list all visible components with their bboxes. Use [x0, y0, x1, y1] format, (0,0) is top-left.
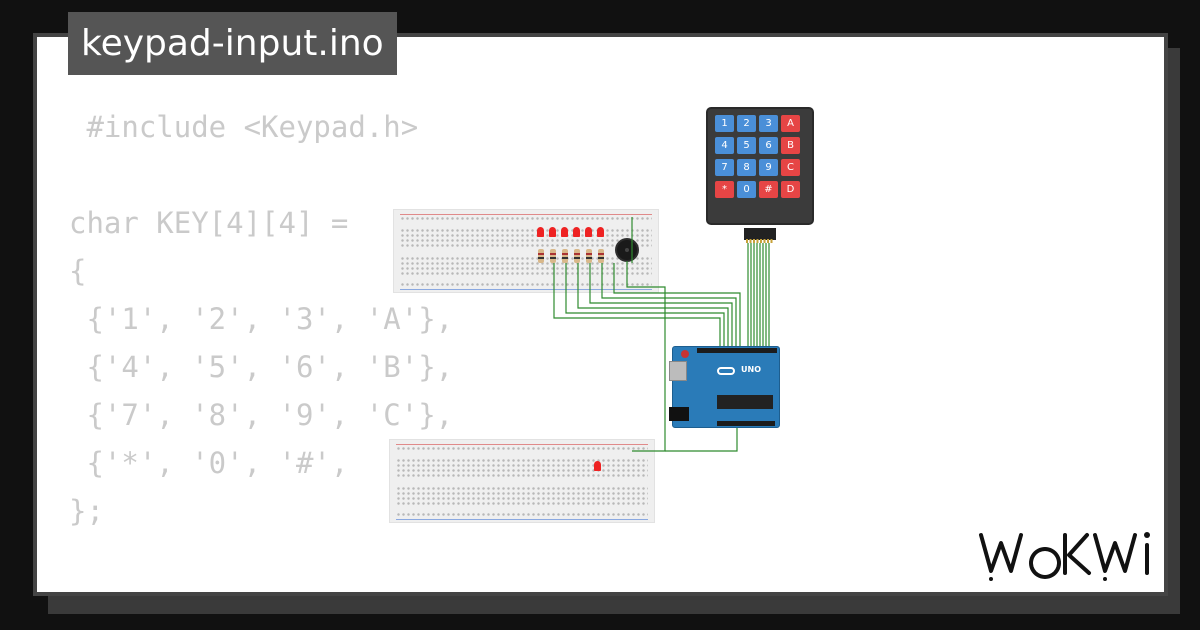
wire: [665, 427, 738, 452]
led-red: [561, 227, 568, 237]
code-line: {: [69, 254, 87, 288]
power-rail: [396, 444, 648, 445]
keypad-pins: [746, 239, 774, 243]
code-background: #include <Keypad.h> char KEY[4][4] = { {'1…: [69, 103, 1064, 592]
code-line: {'*', '0', '#',: [69, 446, 349, 480]
resistor: [538, 249, 544, 263]
microcontroller-chip: [717, 395, 773, 409]
keypad-key[interactable]: 6: [759, 137, 778, 154]
usb-port: [669, 361, 687, 381]
power-jack: [669, 407, 689, 421]
preview-card: #include <Keypad.h> char KEY[4][4] = { {'1…: [33, 33, 1168, 596]
terminal-holes: [396, 458, 648, 478]
keypad-key[interactable]: 1: [715, 115, 734, 132]
wokwi-logo: [979, 532, 1150, 581]
power-rail: [400, 214, 652, 215]
wire: [553, 263, 721, 347]
keypad-key[interactable]: 7: [715, 159, 734, 176]
wire: [577, 263, 729, 347]
code-line: };: [69, 494, 104, 528]
wire: [601, 263, 737, 347]
keypad-key[interactable]: 2: [737, 115, 756, 132]
rail-holes: [400, 282, 652, 288]
file-title: keypad-input.ino: [68, 12, 397, 75]
wires: [553, 217, 770, 452]
resistor: [562, 249, 568, 263]
ground-rail: [400, 289, 652, 290]
keypad-key[interactable]: D: [781, 181, 800, 198]
keypad-key[interactable]: A: [781, 115, 800, 132]
keypad-key[interactable]: #: [759, 181, 778, 198]
breadboard-bottom: [389, 439, 655, 523]
buzzer: [615, 238, 639, 262]
board-label: UNO: [741, 365, 761, 374]
led-red: [573, 227, 580, 237]
wire: [565, 263, 725, 347]
keypad-key[interactable]: 5: [737, 137, 756, 154]
keypad-key[interactable]: B: [781, 137, 800, 154]
wire: [613, 263, 741, 347]
rail-holes: [396, 446, 648, 452]
keypad-key[interactable]: 3: [759, 115, 778, 132]
keypad-key[interactable]: C: [781, 159, 800, 176]
code-line: {'4', '5', '6', 'B'},: [69, 350, 454, 384]
reset-button[interactable]: [681, 350, 689, 358]
resistor: [598, 249, 604, 263]
terminal-holes: [396, 486, 648, 506]
code-line: char KEY[4][4] =: [69, 206, 349, 240]
wire: [589, 263, 733, 347]
keypad-key[interactable]: 4: [715, 137, 734, 154]
digital-header: [697, 348, 777, 353]
rail-holes: [400, 216, 652, 222]
wire: [626, 261, 666, 452]
rail-holes: [396, 512, 648, 518]
arduino-logo-icon: [717, 367, 735, 375]
resistor: [550, 249, 556, 263]
keypad-key[interactable]: 9: [759, 159, 778, 176]
analog-header: [717, 421, 775, 426]
led-red: [549, 227, 556, 237]
keypad-connector: [744, 228, 776, 240]
led-red: [537, 227, 544, 237]
code-line: {'7', '8', '9', 'C'},: [69, 398, 454, 432]
code-line: #include <Keypad.h>: [69, 110, 419, 144]
led-red: [585, 227, 592, 237]
led-red-bottom: [594, 461, 601, 471]
keypad-key[interactable]: 0: [737, 181, 756, 198]
code-line: {'1', '2', '3', 'A'},: [69, 302, 454, 336]
resistor: [574, 249, 580, 263]
code-line: byte ROW[4]={7, 6, 5, 4}; //CONNECT ROW …: [69, 583, 1064, 592]
keypad-key[interactable]: 8: [737, 159, 756, 176]
ground-rail: [396, 519, 648, 520]
resistor: [586, 249, 592, 263]
arduino-uno[interactable]: UNO: [669, 346, 780, 428]
keypad-key[interactable]: *: [715, 181, 734, 198]
led-red: [597, 227, 604, 237]
